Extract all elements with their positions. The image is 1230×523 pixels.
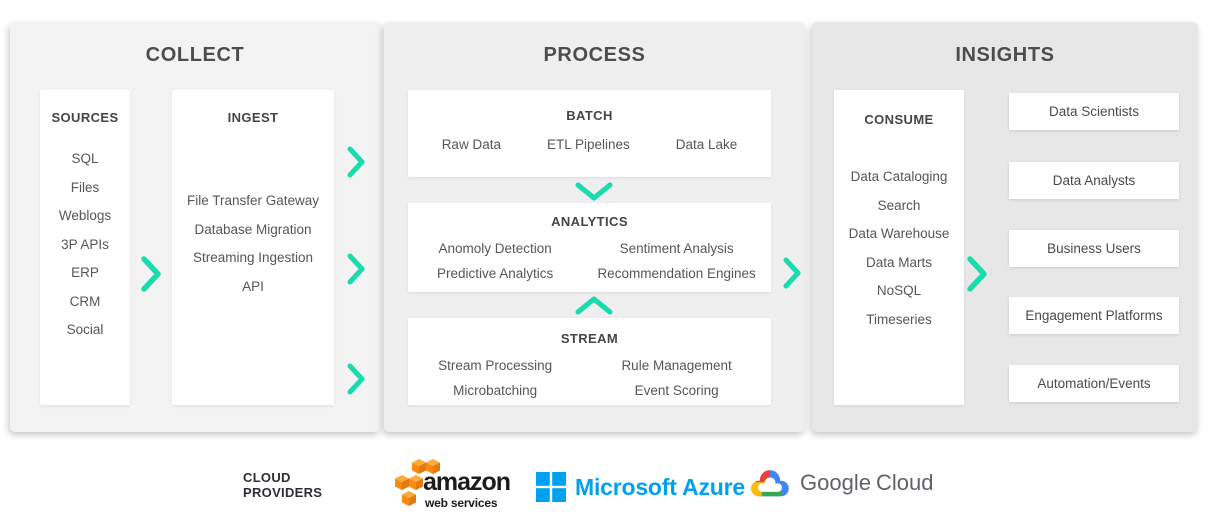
azure-name-text: Microsoft Azure xyxy=(575,473,745,500)
process-panel: PROCESS BATCH Raw Data ETL Pipelines Dat… xyxy=(384,22,805,432)
batch-items: Raw Data ETL Pipelines Data Lake xyxy=(408,137,771,152)
chevron-down-icon xyxy=(573,181,615,208)
analytics-heading: ANALYTICS xyxy=(551,214,628,229)
stream-items: Stream Processing Rule Management Microb… xyxy=(408,353,771,403)
ingest-heading: INGEST xyxy=(227,110,279,125)
microsoft-window-icon xyxy=(536,472,566,502)
list-item: ERP xyxy=(71,265,99,280)
google-cloud-icon xyxy=(748,466,792,500)
analytics-items: Anomoly Detection Sentiment Analysis Pre… xyxy=(408,236,771,286)
sources-heading: SOURCES xyxy=(51,110,119,125)
output-card-automation-events: Automation/Events xyxy=(1009,365,1179,402)
list-item: Timeseries xyxy=(866,311,932,327)
list-item: NoSQL xyxy=(876,283,922,298)
list-item: Streaming Ingestion xyxy=(192,250,314,265)
list-item: 3P APIs xyxy=(61,236,109,252)
stream-heading: STREAM xyxy=(560,331,619,346)
chevron-right-icon xyxy=(346,362,367,401)
consume-card: CONSUME Data Cataloging Search Data Ware… xyxy=(834,90,964,405)
ingest-list: File Transfer Gateway Database Migration… xyxy=(172,187,334,301)
list-item: API xyxy=(242,278,264,294)
list-item: Data Marts xyxy=(865,254,933,270)
output-card-data-analysts: Data Analysts xyxy=(1009,162,1179,199)
list-item: Predictive Analytics xyxy=(436,266,554,281)
batch-card: BATCH Raw Data ETL Pipelines Data Lake xyxy=(408,90,771,177)
cloud-providers-line2: PROVIDERS xyxy=(243,485,323,500)
list-item: SQL xyxy=(71,151,99,166)
list-item: Social xyxy=(66,322,104,337)
consume-heading: CONSUME xyxy=(864,112,934,127)
list-item: Stream Processing xyxy=(438,358,553,373)
list-item: Rule Management xyxy=(621,358,732,373)
list-item: Database Migration xyxy=(194,221,312,237)
chevron-right-icon xyxy=(966,255,989,298)
collect-title: COLLECT xyxy=(145,44,245,66)
insights-panel: INSIGHTS CONSUME Data Cataloging Search … xyxy=(812,22,1198,432)
sources-list: SQL Files Weblogs 3P APIs ERP CRM Social xyxy=(40,145,130,345)
list-item: Files xyxy=(70,179,100,195)
list-item: Data Warehouse xyxy=(848,226,950,241)
stream-card: STREAM Stream Processing Rule Management… xyxy=(408,318,771,405)
aws-wordmark: amazon web services xyxy=(423,468,511,510)
sources-card: SOURCES SQL Files Weblogs 3P APIs ERP CR… xyxy=(40,90,130,405)
ingest-card: INGEST File Transfer Gateway Database Mi… xyxy=(172,90,334,405)
aws-name-text: amazon xyxy=(423,468,511,496)
batch-heading: BATCH xyxy=(566,108,613,123)
list-item: Search xyxy=(877,197,921,213)
collect-panel: COLLECT SOURCES SQL Files Weblogs 3P API… xyxy=(10,22,380,432)
google-word: Google xyxy=(800,470,871,495)
list-item: Event Scoring xyxy=(634,383,719,398)
cloud-word: Cloud xyxy=(875,470,934,495)
consume-list: Data Cataloging Search Data Warehouse Da… xyxy=(834,163,964,334)
list-item: Recommendation Engines xyxy=(597,266,756,281)
list-item: Microbatching xyxy=(453,383,538,398)
output-card-data-scientists: Data Scientists xyxy=(1009,93,1179,130)
list-item: CRM xyxy=(69,293,101,309)
process-title: PROCESS xyxy=(543,44,646,66)
list-item: File Transfer Gateway xyxy=(186,193,320,208)
output-card-engagement-platforms: Engagement Platforms xyxy=(1009,297,1179,334)
analytics-card: ANALYTICS Anomoly Detection Sentiment An… xyxy=(408,203,771,292)
list-item: Weblogs xyxy=(58,208,112,223)
list-item: Sentiment Analysis xyxy=(619,241,734,256)
cloud-providers-line1: CLOUD xyxy=(243,470,291,485)
cloud-providers-footer: CLOUD PROVIDERS xyxy=(0,452,1230,523)
chevron-right-icon xyxy=(782,256,803,295)
list-item: Anomoly Detection xyxy=(438,241,552,256)
list-item: Raw Data xyxy=(441,137,501,152)
output-card-business-users: Business Users xyxy=(1009,230,1179,267)
aws-subtext: web services xyxy=(425,496,498,510)
chevron-right-icon xyxy=(346,252,367,291)
chevron-right-icon xyxy=(346,145,367,184)
chevron-right-icon xyxy=(140,255,163,298)
cloud-providers-label: CLOUD PROVIDERS xyxy=(243,470,322,500)
insights-title: INSIGHTS xyxy=(955,44,1055,66)
chevron-up-icon xyxy=(573,294,615,321)
list-item: Data Lake xyxy=(675,137,738,152)
microsoft-azure-logo: Microsoft Azure xyxy=(536,472,745,502)
list-item: ETL Pipelines xyxy=(546,137,630,152)
list-item: Data Cataloging xyxy=(850,169,948,184)
aws-logo: amazon web services xyxy=(393,458,511,514)
